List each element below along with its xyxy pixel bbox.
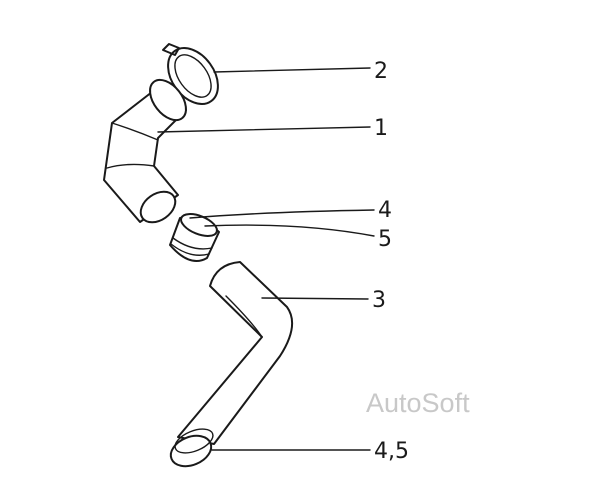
callout-label-2: 2 bbox=[374, 59, 388, 84]
callout-label-1: 1 bbox=[374, 116, 388, 141]
leader-line-4 bbox=[189, 209, 375, 219]
part-1-elbow-hose bbox=[103, 78, 187, 224]
callout-label-3: 3 bbox=[372, 288, 386, 313]
callout-label-4: 4 bbox=[378, 198, 392, 223]
part-4-5-coupling-sleeve bbox=[169, 213, 220, 262]
part-3-long-hose bbox=[169, 261, 294, 468]
callout-label-4-5: 4,5 bbox=[374, 439, 409, 464]
leader-line-3 bbox=[261, 297, 369, 300]
leader-line-1 bbox=[157, 126, 371, 133]
leader-lines bbox=[157, 67, 375, 451]
callout-label-5: 5 bbox=[378, 227, 392, 252]
leader-line-2 bbox=[213, 67, 371, 73]
leader-line-5 bbox=[204, 224, 375, 237]
watermark-text: AutoSoft bbox=[366, 388, 470, 418]
